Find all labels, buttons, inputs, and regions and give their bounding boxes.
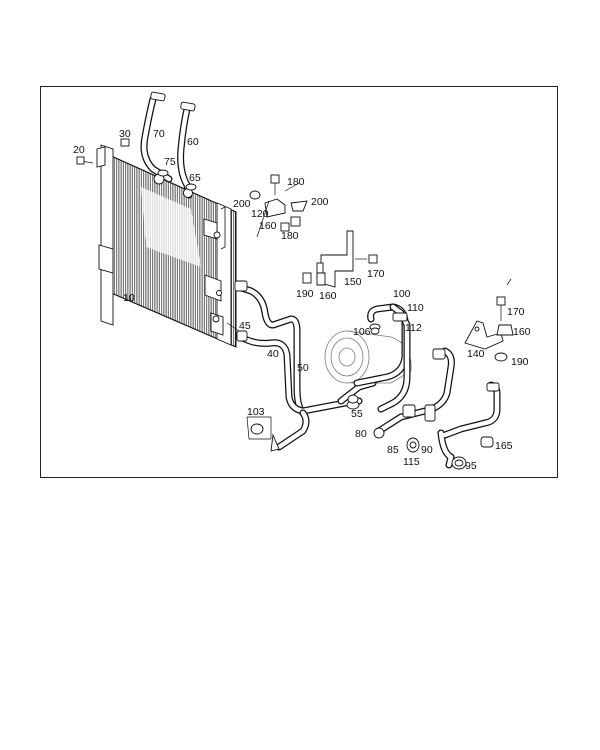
label-95: 95	[465, 460, 477, 472]
label-80: 80	[355, 428, 367, 440]
label-20: 20	[73, 144, 85, 156]
label-200-left: 200	[233, 198, 251, 210]
label-65: 65	[189, 172, 201, 184]
diagram-frame: 30 20 70 60 75 65 180 200 120 200 160 18…	[40, 86, 558, 478]
label-10: 10	[123, 292, 135, 304]
label-30: 30	[119, 128, 131, 140]
pipe-90	[373, 347, 455, 453]
label-110: 110	[407, 302, 424, 314]
label-120: 120	[251, 208, 269, 220]
label-150: 150	[344, 276, 362, 288]
label-140: 140	[467, 348, 485, 360]
pipe-40	[234, 280, 307, 417]
part-labels: 30 20 70 60 75 65 180 200 120 200 160 18…	[73, 128, 531, 472]
label-180-top: 180	[287, 176, 305, 188]
label-100: 100	[393, 288, 411, 300]
label-70: 70	[153, 128, 165, 140]
label-60: 60	[187, 136, 199, 148]
label-180-mid: 180	[281, 230, 299, 242]
label-90: 90	[421, 444, 433, 456]
label-55: 55	[351, 408, 363, 420]
label-200-right: 200	[311, 196, 329, 208]
pipe-100	[346, 303, 411, 413]
label-160-mid: 160	[319, 290, 337, 302]
label-40: 40	[267, 348, 279, 360]
label-75: 75	[164, 156, 176, 168]
leader-lines	[226, 182, 512, 440]
label-160-right: 160	[513, 326, 531, 338]
label-165: 165	[495, 440, 513, 452]
label-50: 50	[297, 362, 309, 374]
ac-refrigerant-line-diagram: 30 20 70 60 75 65 180 200 120 200 160 18…	[73, 91, 531, 472]
nut-30	[120, 138, 130, 147]
bolt-20	[76, 156, 94, 165]
label-170-right: 170	[507, 306, 525, 318]
pipe-95	[437, 381, 501, 470]
small-hardware	[249, 174, 514, 435]
label-45: 45	[239, 320, 251, 332]
label-190-left: 190	[296, 288, 314, 300]
label-112: 112	[405, 322, 422, 334]
label-190-right: 190	[511, 356, 529, 368]
label-170-mid: 170	[367, 268, 385, 280]
o-ring-75	[157, 169, 169, 177]
compressor	[324, 330, 412, 384]
o-ring-65	[185, 183, 197, 191]
condenser-highlight	[141, 187, 201, 267]
bracket-150	[316, 230, 354, 288]
label-106: 106	[353, 326, 371, 338]
label-103: 103	[247, 406, 265, 418]
label-160-top: 160	[259, 220, 277, 232]
pipe-70	[140, 91, 173, 185]
label-85: 85	[387, 444, 399, 456]
pipe-50	[236, 330, 377, 452]
label-115: 115	[403, 456, 420, 468]
bracket-140	[464, 320, 504, 350]
